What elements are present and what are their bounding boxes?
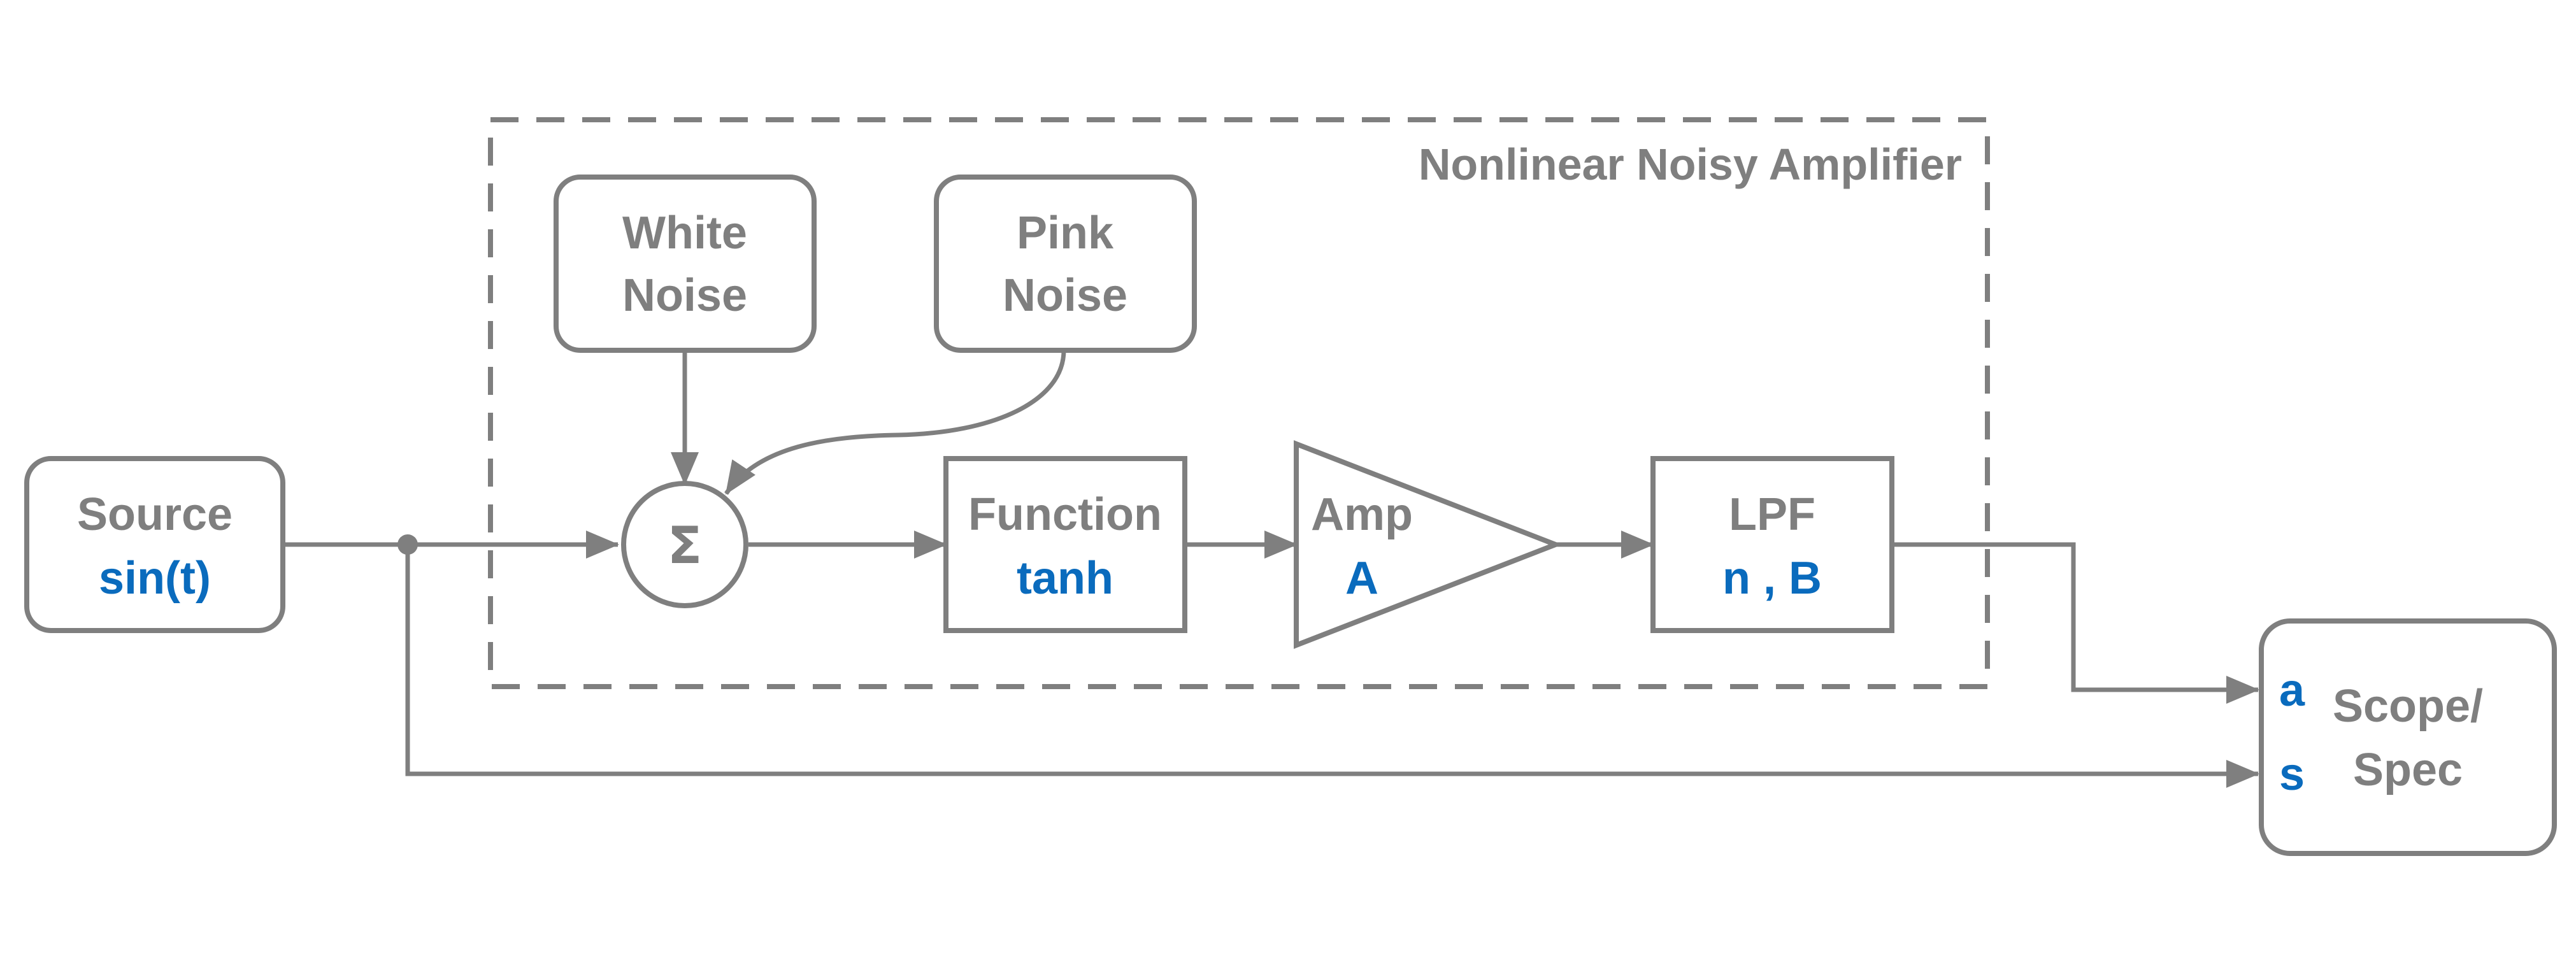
- source-title: Source: [77, 489, 233, 540]
- lpf-title: LPF: [1729, 489, 1815, 540]
- amplifier-group-boundary: [488, 117, 1990, 689]
- scope-line2: Spec: [2353, 745, 2463, 795]
- amp-block: Amp A: [1294, 440, 1563, 649]
- scope-port-a: a: [2279, 665, 2305, 716]
- white-noise-line2: Noise: [622, 270, 747, 321]
- scope-line1: Scope/: [2333, 681, 2483, 732]
- function-param: tanh: [1017, 553, 1113, 604]
- scope-block: a s Scope/ Spec: [2259, 618, 2557, 856]
- pink-noise-line1: Pink: [1017, 208, 1114, 259]
- wire-source-to-scope-s: [405, 545, 2259, 788]
- amp-param: A: [1345, 553, 1378, 604]
- lpf-param: n , B: [1722, 553, 1822, 604]
- lpf-block: LPF n , B: [1650, 456, 1894, 633]
- sum-symbol: Σ: [668, 516, 703, 575]
- scope-port-s: s: [2279, 749, 2305, 800]
- amplifier-group-title: Nonlinear Noisy Amplifier: [1419, 139, 1962, 189]
- source-block: Source sin(t): [24, 456, 285, 633]
- pink-noise-block: Pink Noise: [934, 175, 1197, 353]
- source-param: sin(t): [99, 553, 211, 604]
- amp-title: Amp: [1311, 489, 1413, 540]
- pink-noise-line2: Noise: [1003, 270, 1127, 321]
- wire-lpf-to-scope-a: [1892, 542, 2259, 704]
- wire-pink-noise-to-sum: [724, 350, 1066, 495]
- function-block: Function tanh: [943, 456, 1187, 633]
- sum-block: Σ: [621, 481, 748, 608]
- function-title: Function: [968, 489, 1162, 540]
- white-noise-block: White Noise: [554, 175, 817, 353]
- white-noise-line1: White: [622, 208, 747, 259]
